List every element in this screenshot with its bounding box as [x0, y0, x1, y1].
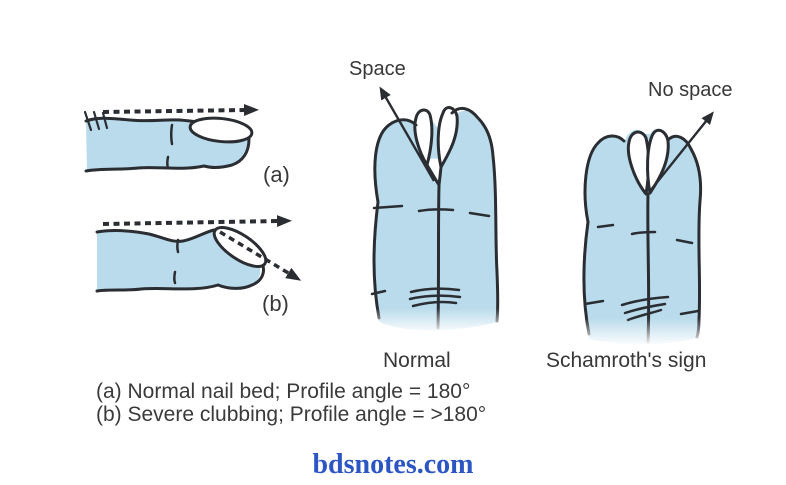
- hatch: [83, 110, 93, 132]
- finger-profile-b-illustration: [95, 215, 302, 293]
- finger-b-creases: [173, 238, 180, 285]
- profile-angle-arrow-b-nail: [219, 230, 302, 281]
- crease: [170, 123, 174, 146]
- finger-profile-a-illustration: [83, 104, 259, 173]
- finger-a-bottom-outline: [84, 137, 251, 173]
- legend-line-b: (b) Severe clubbing; Profile angle = >18…: [96, 403, 487, 426]
- schamroth-caption: Schamroth's sign: [546, 349, 707, 372]
- crease: [370, 289, 387, 296]
- profile-angle-arrow-a: [102, 104, 259, 117]
- finger-b-nail: [212, 225, 268, 269]
- inner-edge-right: [437, 165, 443, 187]
- crease: [408, 294, 462, 301]
- panel-a-label: (a): [263, 162, 290, 187]
- crease: [620, 295, 670, 307]
- hatch: [92, 110, 101, 131]
- panel-b-label: (b): [262, 291, 289, 316]
- finger-b-bottom-outline: [95, 261, 266, 293]
- hatch: [101, 111, 109, 130]
- schamroth-right-nail: [646, 128, 670, 195]
- crease: [679, 309, 700, 316]
- normal-right-nail: [436, 106, 459, 169]
- no-space-label: No space: [648, 79, 733, 101]
- finger-b-top-outline: [95, 228, 216, 243]
- profile-angle-arrow-b-top: [102, 215, 292, 228]
- normal-fingers-illustration: [366, 86, 506, 334]
- crease: [176, 238, 180, 254]
- space-label: Space: [349, 58, 406, 80]
- no-space-arrow: [649, 111, 714, 192]
- crease: [583, 299, 605, 306]
- normal-left-nail: [413, 108, 434, 167]
- legend-line-a: (a) Normal nail bed; Profile angle = 180…: [96, 380, 471, 403]
- crease: [596, 223, 615, 229]
- crease: [675, 238, 694, 245]
- normal-bottom-fade: [366, 308, 506, 334]
- center-line: [436, 183, 441, 330]
- crease: [468, 211, 491, 218]
- normal-creases: [370, 204, 491, 308]
- finger-a-creases: [166, 123, 174, 170]
- normal-caption: Normal: [383, 349, 451, 372]
- crease: [417, 208, 455, 213]
- right-finger-outline: [450, 106, 500, 323]
- crease: [409, 287, 461, 294]
- crease: [372, 204, 404, 210]
- space-arrow: [379, 86, 436, 182]
- left-finger-outline: [582, 134, 626, 336]
- schamroth-fingers-fill: [584, 128, 701, 345]
- crease: [166, 155, 170, 170]
- finger-a-nail: [188, 116, 254, 144]
- watermark-link[interactable]: bdsnotes.com: [312, 449, 474, 480]
- schamroth-bottom-fade: [578, 318, 710, 346]
- schamroth-creases: [583, 223, 700, 322]
- normal-fingers-fill: [374, 110, 498, 331]
- crease: [411, 300, 458, 308]
- crease: [173, 270, 177, 285]
- finger-a-cut-hatches: [83, 110, 109, 132]
- crease: [623, 302, 667, 315]
- crease: [630, 230, 657, 236]
- schamroth-fingers-illustration: [578, 111, 714, 346]
- left-finger-outline: [372, 118, 418, 320]
